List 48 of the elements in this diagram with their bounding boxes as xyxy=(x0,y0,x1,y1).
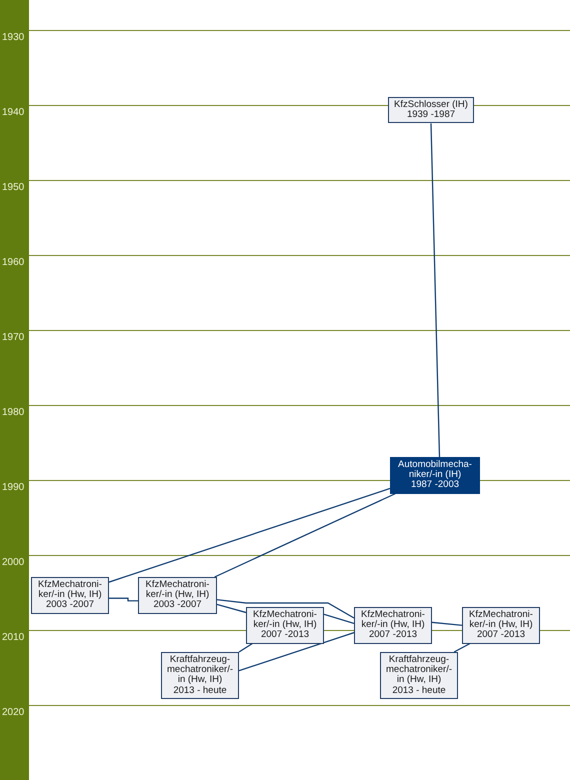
period-label: 2013 - heute xyxy=(391,686,447,696)
occupation-box xyxy=(246,607,324,644)
period-label: 2007 -2013 xyxy=(368,630,418,641)
period-label: 1987 -2003 xyxy=(410,480,460,491)
connector-line xyxy=(432,622,462,626)
year-label: 1950 xyxy=(2,182,24,193)
year-label: 2020 xyxy=(2,707,24,718)
occupation-box xyxy=(388,97,474,124)
connector-line xyxy=(214,493,396,578)
occupation-box xyxy=(462,607,540,644)
connector-line xyxy=(430,123,440,458)
year-label: 2000 xyxy=(2,557,24,568)
occupation-name: Kraftfahrzeug- mechatroniker/- in (Hw, IH) xyxy=(166,655,234,686)
connector-line xyxy=(324,614,354,624)
connector-line xyxy=(238,643,253,652)
period-label: 2007 -2013 xyxy=(260,630,310,641)
year-label: 1940 xyxy=(2,107,24,118)
year-label: 1990 xyxy=(2,482,24,493)
period-label: 2013 - heute xyxy=(172,686,228,696)
occupation-box xyxy=(354,607,432,644)
connector-line xyxy=(216,599,354,618)
period-label: 1939 -1987 xyxy=(406,110,456,120)
connector-line xyxy=(108,488,390,583)
period-label: 2003 -2007 xyxy=(44,600,96,611)
period-label: 2007 -2013 xyxy=(476,630,526,641)
connector-line xyxy=(238,632,354,672)
occupation-name: KfzSchlosser (IH) xyxy=(393,100,469,110)
year-label: 1960 xyxy=(2,257,24,268)
occupation-box xyxy=(161,652,239,699)
connector-line xyxy=(109,598,138,602)
period-label: 2003 -2007 xyxy=(152,600,203,611)
connector-line xyxy=(454,643,470,653)
occupation-name: KfzMechatroni- ker/-in (Hw, IH) xyxy=(252,610,318,630)
occupation-name: Automobilmecha- niker/-in (IH) xyxy=(397,460,473,480)
connector-line xyxy=(216,604,246,614)
occupation-name: KfzMechatroni- ker/-in (Hw, IH) xyxy=(37,580,103,600)
occupation-box xyxy=(380,652,458,699)
occupation-name: KfzMechatroni- ker/-in (Hw, IH) xyxy=(468,610,534,630)
year-label: 1980 xyxy=(2,407,24,418)
year-label: 1930 xyxy=(2,32,24,43)
occupation-box xyxy=(390,457,480,494)
occupation-name: KfzMechatroni- ker/-in (Hw, IH) xyxy=(144,580,210,600)
year-label: 1970 xyxy=(2,332,24,343)
year-label: 2010 xyxy=(2,632,24,643)
occupation-box xyxy=(31,577,109,614)
occupation-box xyxy=(138,577,217,614)
occupation-name: Kraftfahrzeug- mechatroniker/- in (Hw, IH) xyxy=(385,655,453,686)
occupation-name: KfzMechatroni- ker/-in (Hw, IH) xyxy=(360,610,426,630)
